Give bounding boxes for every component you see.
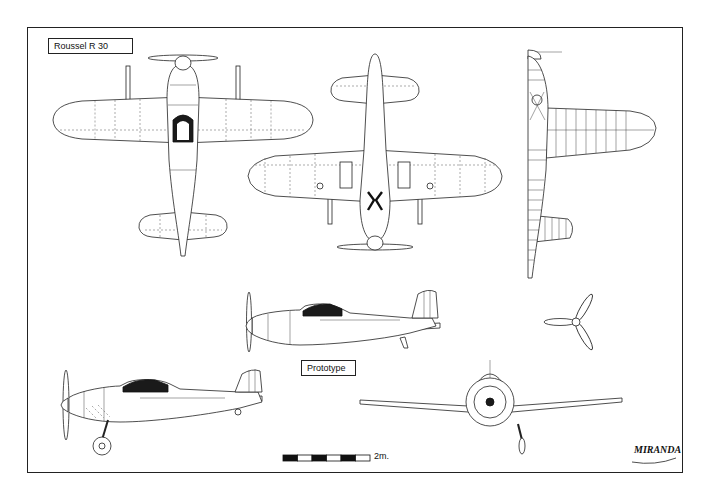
top-view-part bbox=[126, 66, 130, 101]
structure-view-part bbox=[532, 95, 542, 105]
scale-bar bbox=[283, 455, 370, 461]
scale-bar-part bbox=[327, 455, 342, 461]
box-text: Prototype bbox=[307, 362, 346, 374]
top-view-part bbox=[167, 64, 199, 256]
prototype-side-view-part bbox=[252, 304, 436, 345]
scale-label: 2m. bbox=[374, 451, 389, 461]
prototype-side-view-part bbox=[400, 337, 408, 348]
front-view-part bbox=[466, 378, 514, 426]
scale-bar-part bbox=[341, 455, 356, 461]
structure-view-part bbox=[546, 109, 654, 158]
bottom-view-part bbox=[360, 54, 390, 242]
title-box: Roussel R 30 bbox=[48, 38, 133, 54]
top-view-part bbox=[173, 115, 193, 142]
caption-box: Prototype bbox=[301, 360, 356, 376]
sheet-frame bbox=[28, 28, 683, 473]
prototype-side-view-part bbox=[303, 304, 342, 316]
top-view-part bbox=[168, 85, 198, 170]
bottom-view-part bbox=[317, 183, 323, 189]
signature-flourish bbox=[632, 458, 676, 463]
side-view-part bbox=[235, 409, 241, 415]
side-view-part bbox=[235, 370, 262, 392]
prototype-side-view-part bbox=[412, 290, 438, 318]
box-text: Roussel R 30 bbox=[54, 40, 108, 52]
structure-view-part bbox=[546, 108, 656, 158]
top-view-part bbox=[175, 56, 191, 70]
scale-bar-part bbox=[298, 455, 313, 461]
side-view-part bbox=[93, 437, 111, 455]
side-view-part bbox=[86, 405, 110, 418]
side-view-part bbox=[61, 398, 68, 412]
structure-view bbox=[528, 50, 656, 278]
bottom-view-part bbox=[340, 162, 352, 188]
bottom-view-part bbox=[427, 183, 433, 189]
side-view-part bbox=[68, 380, 262, 422]
scale-bar-part bbox=[312, 455, 327, 461]
prototype-side-view bbox=[246, 290, 440, 352]
bottom-view-part bbox=[367, 236, 383, 250]
structure-view-part bbox=[528, 56, 548, 278]
propeller-detail-part bbox=[572, 318, 580, 326]
bottom-view bbox=[248, 54, 502, 250]
prototype-side-view-part bbox=[246, 318, 252, 334]
front-view-part bbox=[486, 398, 494, 406]
scale-bar-part bbox=[356, 455, 371, 461]
top-view bbox=[53, 55, 313, 256]
prototype-side-view-part bbox=[424, 290, 430, 318]
front-view-part bbox=[519, 438, 525, 454]
top-view-part bbox=[236, 66, 240, 101]
front-view-part bbox=[518, 424, 522, 440]
bottom-view-part bbox=[398, 162, 410, 188]
front-view bbox=[360, 360, 622, 454]
front-view-part bbox=[490, 360, 491, 378]
signature: MIRANDA bbox=[634, 444, 681, 455]
structure-view-part bbox=[545, 217, 566, 241]
structure-view-part bbox=[530, 92, 545, 120]
side-view-part bbox=[84, 388, 225, 421]
side-view-part bbox=[123, 380, 168, 392]
scale-bar-part bbox=[283, 455, 298, 461]
side-view-part bbox=[249, 369, 255, 392]
bottom-view-part bbox=[368, 192, 382, 210]
side-view-part bbox=[99, 443, 105, 449]
propeller-detail bbox=[544, 293, 595, 352]
front-view-part bbox=[474, 386, 506, 418]
side-view bbox=[61, 369, 262, 455]
propeller-detail-part bbox=[544, 319, 576, 326]
top-view-part bbox=[177, 121, 189, 140]
prototype-side-view-part bbox=[247, 292, 252, 352]
structure-view-part bbox=[528, 70, 547, 260]
